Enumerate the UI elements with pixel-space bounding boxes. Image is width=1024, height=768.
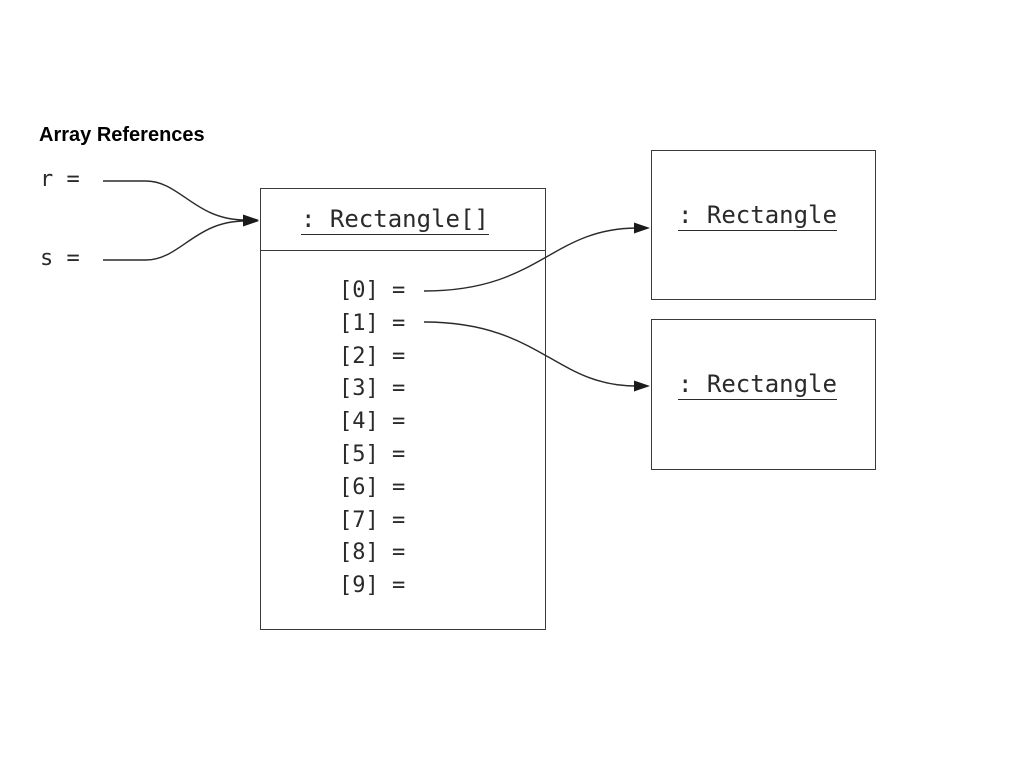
array-slot-3: [3] =	[339, 376, 406, 402]
array-slot-list: [0] = [1] = [2] = [3] = [4] = [5] = [6] …	[339, 275, 405, 603]
reference-arrow-r	[103, 180, 246, 221]
slide-title: Array References	[39, 124, 205, 146]
rectangle-object-title-1: : Rectangle	[678, 201, 837, 231]
array-slot-0: [0] =	[339, 278, 406, 303]
array-slot-4: [4] =	[339, 409, 406, 435]
variable-s-label: s =	[40, 246, 80, 271]
arrowhead-slot-1	[634, 380, 650, 392]
array-slot-1: [1] =	[339, 310, 406, 336]
arrowhead-s	[243, 215, 259, 227]
array-slot-8: [8] =	[339, 540, 406, 566]
array-object-box: : Rectangle[] [0] = [1] = [2] = [3] = [4…	[260, 188, 546, 630]
rectangle-object-box-2: : Rectangle	[651, 319, 876, 470]
reference-arrow-s	[103, 220, 246, 261]
arrowhead-slot-0	[634, 222, 650, 234]
rectangle-object-title-2: : Rectangle	[678, 370, 837, 400]
array-slot-7: [7] =	[339, 507, 406, 533]
array-slot-2: [2] =	[339, 343, 406, 369]
arrowhead-r	[243, 214, 259, 226]
array-object-header: : Rectangle[]	[261, 189, 545, 251]
array-slot-5: [5] =	[339, 441, 406, 467]
variable-r-label: r =	[40, 167, 80, 192]
array-slot-6: [6] =	[339, 474, 406, 500]
rectangle-object-box-1: : Rectangle	[651, 150, 876, 300]
array-object-title: : Rectangle[]	[301, 205, 489, 235]
array-slot-9: [9] =	[339, 573, 406, 599]
